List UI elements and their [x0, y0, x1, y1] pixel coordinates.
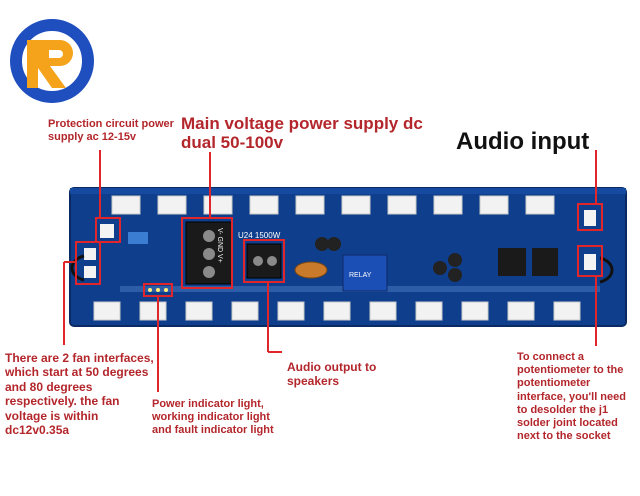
- protection-connector: [100, 224, 114, 238]
- qr-logo-icon: [10, 19, 94, 103]
- potentiometer-connector: [584, 254, 596, 270]
- fan-connector-1: [84, 248, 96, 260]
- annotation-lines: [63, 150, 603, 392]
- audio-input-label: Audio input: [456, 128, 590, 155]
- fan-connector-2: [84, 266, 96, 278]
- protection-label: Protection circuit power supply ac 12-15…: [48, 118, 174, 144]
- main-voltage-label: Main voltage power supply dc dual 50-100…: [181, 114, 423, 152]
- audio-input-connector: [584, 210, 596, 226]
- fan-label: There are 2 fan interfaces, which start …: [5, 351, 154, 437]
- relay-silk: RELAY: [349, 272, 372, 279]
- potentiometer-label: To connect a potentiometer to the potent…: [517, 351, 626, 443]
- model-silk: U24 1500W: [238, 231, 281, 240]
- relay: [342, 254, 388, 292]
- transistor-row-bottom: [93, 301, 581, 321]
- audio-output-label: Audio output to speakers: [287, 360, 377, 389]
- terminal-main-silk: V- GND V+: [216, 228, 223, 263]
- inductor-coil: [294, 261, 328, 279]
- power-indicator-label: Power indicator light, working indicator…: [152, 398, 274, 437]
